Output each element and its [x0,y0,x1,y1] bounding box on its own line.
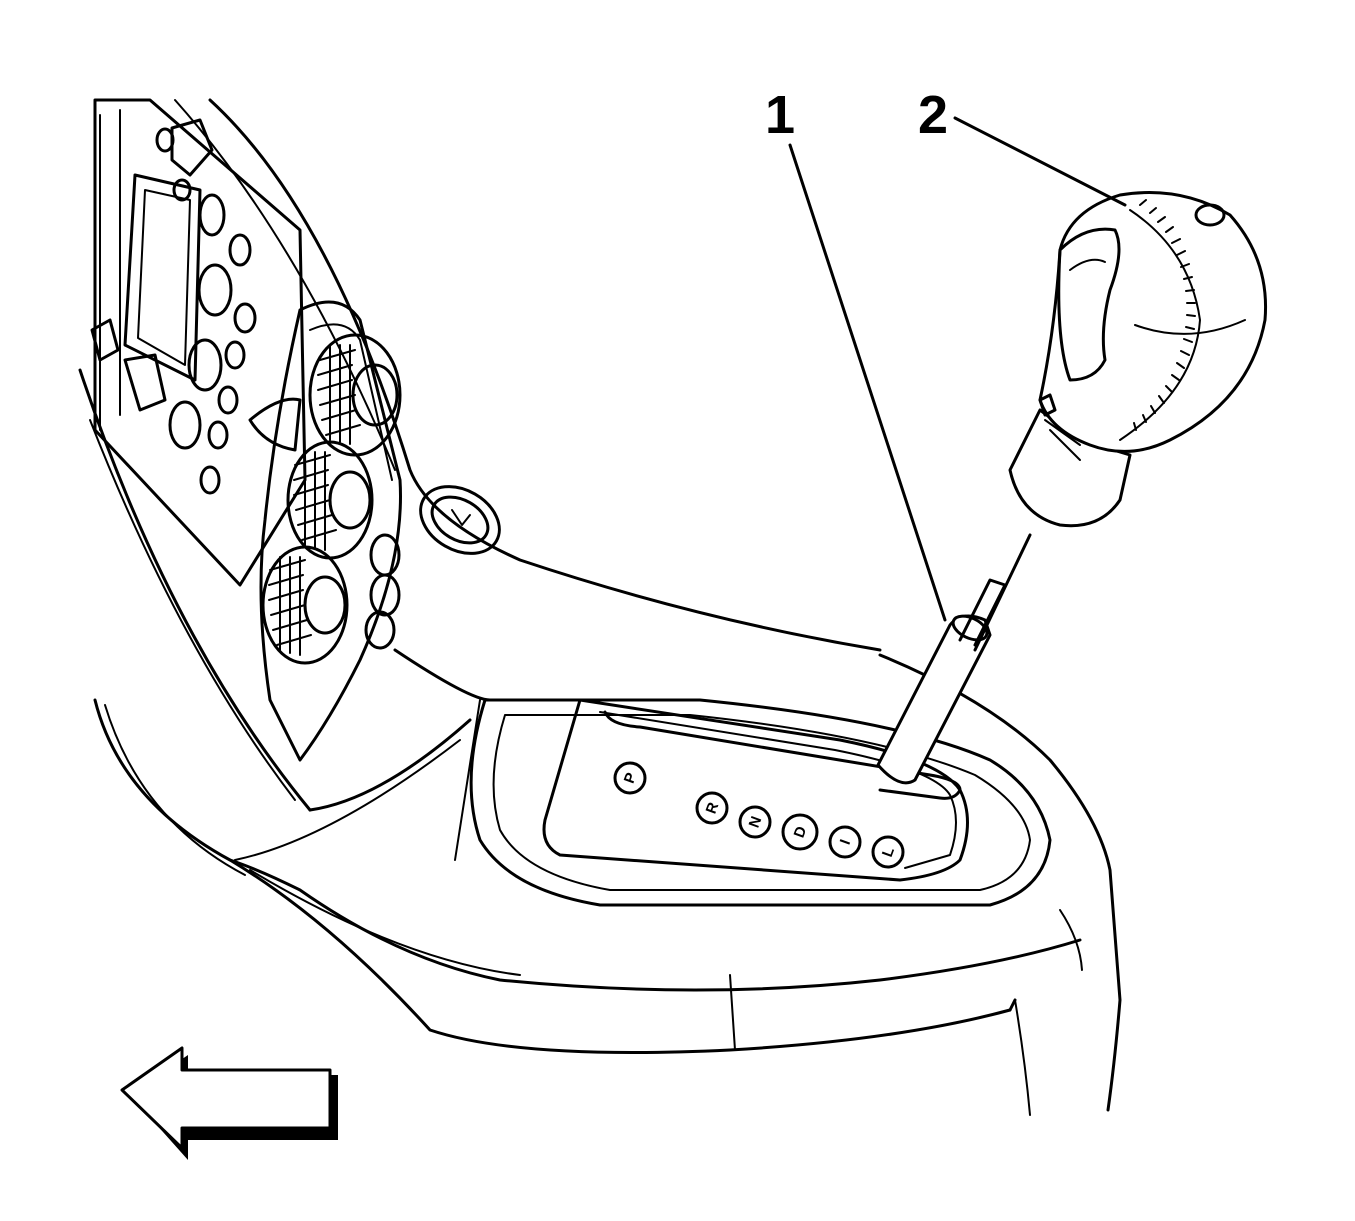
gear-position-p: P [613,761,647,795]
gear-letter-n: N [746,814,766,830]
gear-letter-i: I [837,837,854,847]
gear-position-d: D [781,813,819,851]
callout-1-leader [788,143,947,622]
gear-position-l: L [871,835,905,869]
callout-2-label: 2 [918,85,949,145]
gear-position-n: N [738,805,772,839]
left-arrow-icon [120,1046,338,1160]
climate-control-panel [248,300,402,762]
gear-indicator: P R N D I L [613,761,905,869]
callout-2-leader [953,116,1127,207]
gear-letter-l: L [879,845,898,859]
dash-body-lines [78,98,1012,1054]
shift-lever [876,533,1032,785]
climate-knob-bottom [261,545,349,665]
shift-knob [1008,191,1268,528]
hazard-button [419,485,501,555]
callout-1-label: 1 [765,85,796,145]
gear-letter-r: R [703,800,723,816]
gear-letter-d: D [791,824,811,840]
leader-lines [788,116,1127,622]
gear-letter-p: P [621,771,640,786]
gear-position-i: I [828,825,862,859]
center-console [228,648,1122,1116]
climate-knob-middle [286,440,374,560]
gear-position-r: R [695,791,729,825]
